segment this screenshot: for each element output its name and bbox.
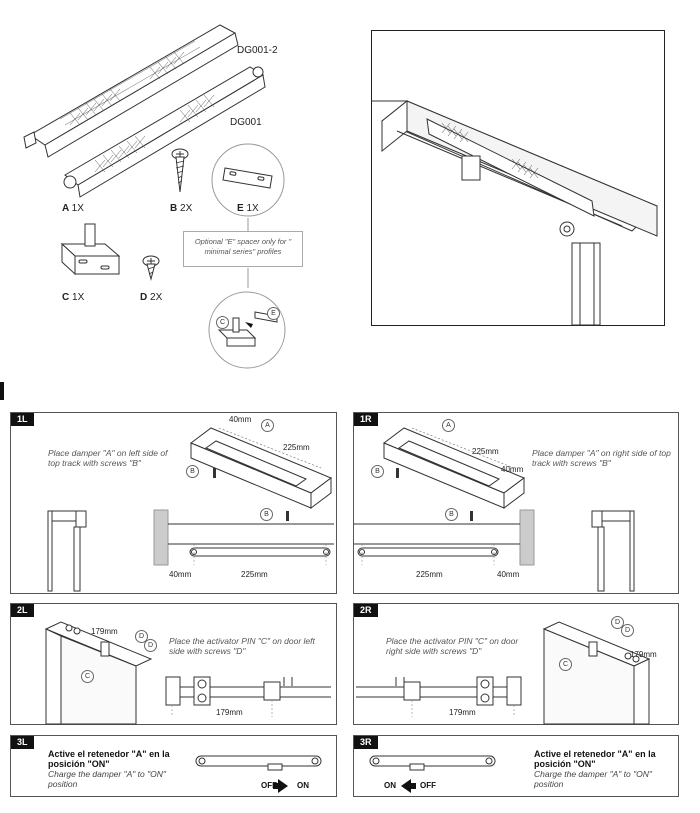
arrow-right-icon: [278, 779, 288, 793]
part-d-letter: D: [140, 292, 148, 303]
step-1r-bottom-section: [354, 509, 535, 566]
spacer-e-illustration: [211, 143, 285, 217]
part-d-qty: 2X: [150, 292, 163, 303]
step-2l-callout-d2: D: [144, 639, 157, 652]
step-2l-instruction: Place the activator PIN "C" on door left…: [169, 636, 315, 656]
spacer-note: Optional "E" spacer only for " minimal s…: [183, 231, 303, 267]
part-c-qty: 1X: [72, 292, 85, 303]
screw-b-icon: [171, 148, 189, 193]
arrow-right-stem: [273, 783, 279, 789]
step-2r-dim-top: 179mm: [630, 650, 657, 659]
step-2l-side-section: [165, 676, 331, 717]
part-c-letter: C: [62, 292, 70, 303]
step-1l-door-section: [47, 510, 87, 592]
step-3r-panel: 3R ON OFF Active el retenedor "A" en la …: [353, 735, 679, 797]
step-3r-on-label: ON: [384, 781, 396, 790]
step-1r-callout-b-bottom: B: [445, 508, 458, 521]
step-1r-instruction: Place damper "A" on right side of top tr…: [532, 448, 671, 468]
note-connector-lines: [247, 218, 249, 288]
part-a-letter: A: [62, 203, 69, 214]
step-1l-callout-b-bottom: B: [260, 508, 273, 521]
step-2r-side-section: [356, 676, 522, 717]
step-2l-dim-bottom: 179mm: [216, 708, 243, 717]
step-1l-screw-icon-1: [213, 468, 216, 478]
step-1r-panel: 1R Place damper "A" on right side of top…: [353, 412, 679, 594]
step-3l-damper-illustration: [195, 755, 322, 771]
step-2r-callout-d1: D: [611, 616, 624, 629]
part-b-label: B 2X: [170, 203, 192, 214]
step-1l-instruction: Place damper "A" on left side of top tra…: [48, 448, 168, 468]
model-label-dg001-2: DG001-2: [237, 45, 278, 56]
spacer-assembly-illustration: [208, 291, 286, 369]
step-3r-off-label: OFF: [420, 781, 436, 790]
installed-damper-illustration: [372, 99, 658, 326]
step-2r-tag: 2R: [354, 604, 378, 617]
step-2l-dim-top: 179mm: [91, 627, 118, 636]
step-1l-bottom-section: [153, 509, 334, 566]
part-a-label: A 1X: [62, 203, 84, 214]
step-1r-dim-225: 225mm: [472, 447, 499, 456]
step-1r-screw-icon-1: [396, 468, 399, 478]
step-2r-callout-d2: D: [621, 624, 634, 637]
step-3r-es-text: Active el retenedor "A" en la posición "…: [534, 749, 656, 769]
damper-dg001-illustration: [63, 66, 266, 198]
step-1r-bottom-40: 40mm: [497, 570, 520, 579]
step-3l-off-label: OFF: [261, 781, 277, 790]
step-2l-door-illustration: [44, 621, 153, 725]
step-2r-dim-bottom: 179mm: [449, 708, 476, 717]
damper-dg001-2-illustration: [23, 24, 239, 158]
step-1l-dim-225: 225mm: [283, 443, 310, 452]
step-3l-tag: 3L: [11, 736, 34, 749]
step-1l-track-illustration: [190, 427, 332, 509]
step-3l-panel: 3L Active el retenedor "A" en la posició…: [10, 735, 337, 797]
step-1l-bottom-40: 40mm: [169, 570, 192, 579]
step-3r-damper-illustration: [369, 755, 496, 771]
assembly-callout-e: E: [267, 307, 280, 320]
step-1r-bottom-225: 225mm: [416, 570, 443, 579]
assembly-callout-c: C: [216, 316, 229, 329]
step-2r-panel: 2R Place the activator PIN "C" on door r…: [353, 603, 679, 725]
step-2r-door-illustration: [542, 621, 651, 725]
step-2r-callout-c: C: [559, 658, 572, 671]
step-3l-en-text: Charge the damper "A" to "ON" position: [48, 769, 166, 789]
installed-view-panel: [371, 30, 665, 326]
step-1r-door-section: [591, 510, 635, 592]
section-marker: [0, 382, 4, 400]
part-e-label: E 1X: [237, 203, 259, 214]
arrow-left-stem: [410, 783, 416, 789]
step-1l-bottom-225: 225mm: [241, 570, 268, 579]
screw-d-icon: [142, 255, 160, 281]
step-1r-callout-a: A: [442, 419, 455, 432]
step-1l-dim-40: 40mm: [229, 415, 252, 424]
part-c-label: C 1X: [62, 292, 84, 303]
arrow-left-icon: [401, 779, 411, 793]
step-2r-instruction: Place the activator PIN "C" on door righ…: [386, 636, 519, 656]
step-1r-tag: 1R: [354, 413, 378, 426]
part-a-qty: 1X: [71, 203, 84, 214]
step-1l-callout-b-top: B: [186, 465, 199, 478]
part-d-label: D 2X: [140, 292, 162, 303]
part-b-qty: 2X: [180, 203, 193, 214]
step-2l-callout-d1: D: [135, 630, 148, 643]
step-1r-callout-b-top: B: [371, 465, 384, 478]
step-1l-panel: 1L Place damper "A" on left side of top …: [10, 412, 337, 594]
step-3r-en-text: Charge the damper "A" to "ON" position: [534, 769, 652, 789]
part-b-letter: B: [170, 203, 178, 214]
step-2l-panel: 2L 179mm D D C Place the activator PIN "…: [10, 603, 337, 725]
part-e-qty: 1X: [246, 203, 259, 214]
pin-c-illustration: [60, 223, 121, 276]
part-e-letter: E: [237, 203, 244, 214]
step-1l-tag: 1L: [11, 413, 34, 426]
step-1l-screw-icon-2: [286, 511, 289, 521]
step-1r-screw-icon-2: [470, 511, 473, 521]
step-3l-es-text: Active el retenedor "A" en la posición "…: [48, 749, 170, 769]
step-1r-dim-40: 40mm: [501, 465, 524, 474]
step-1r-track-illustration: [383, 427, 525, 509]
step-3r-tag: 3R: [354, 736, 378, 749]
step-3l-on-label: ON: [297, 781, 309, 790]
model-label-dg001: DG001: [230, 117, 262, 128]
step-1l-callout-a: A: [261, 419, 274, 432]
step-2l-tag: 2L: [11, 604, 34, 617]
step-2l-callout-c: C: [81, 670, 94, 683]
